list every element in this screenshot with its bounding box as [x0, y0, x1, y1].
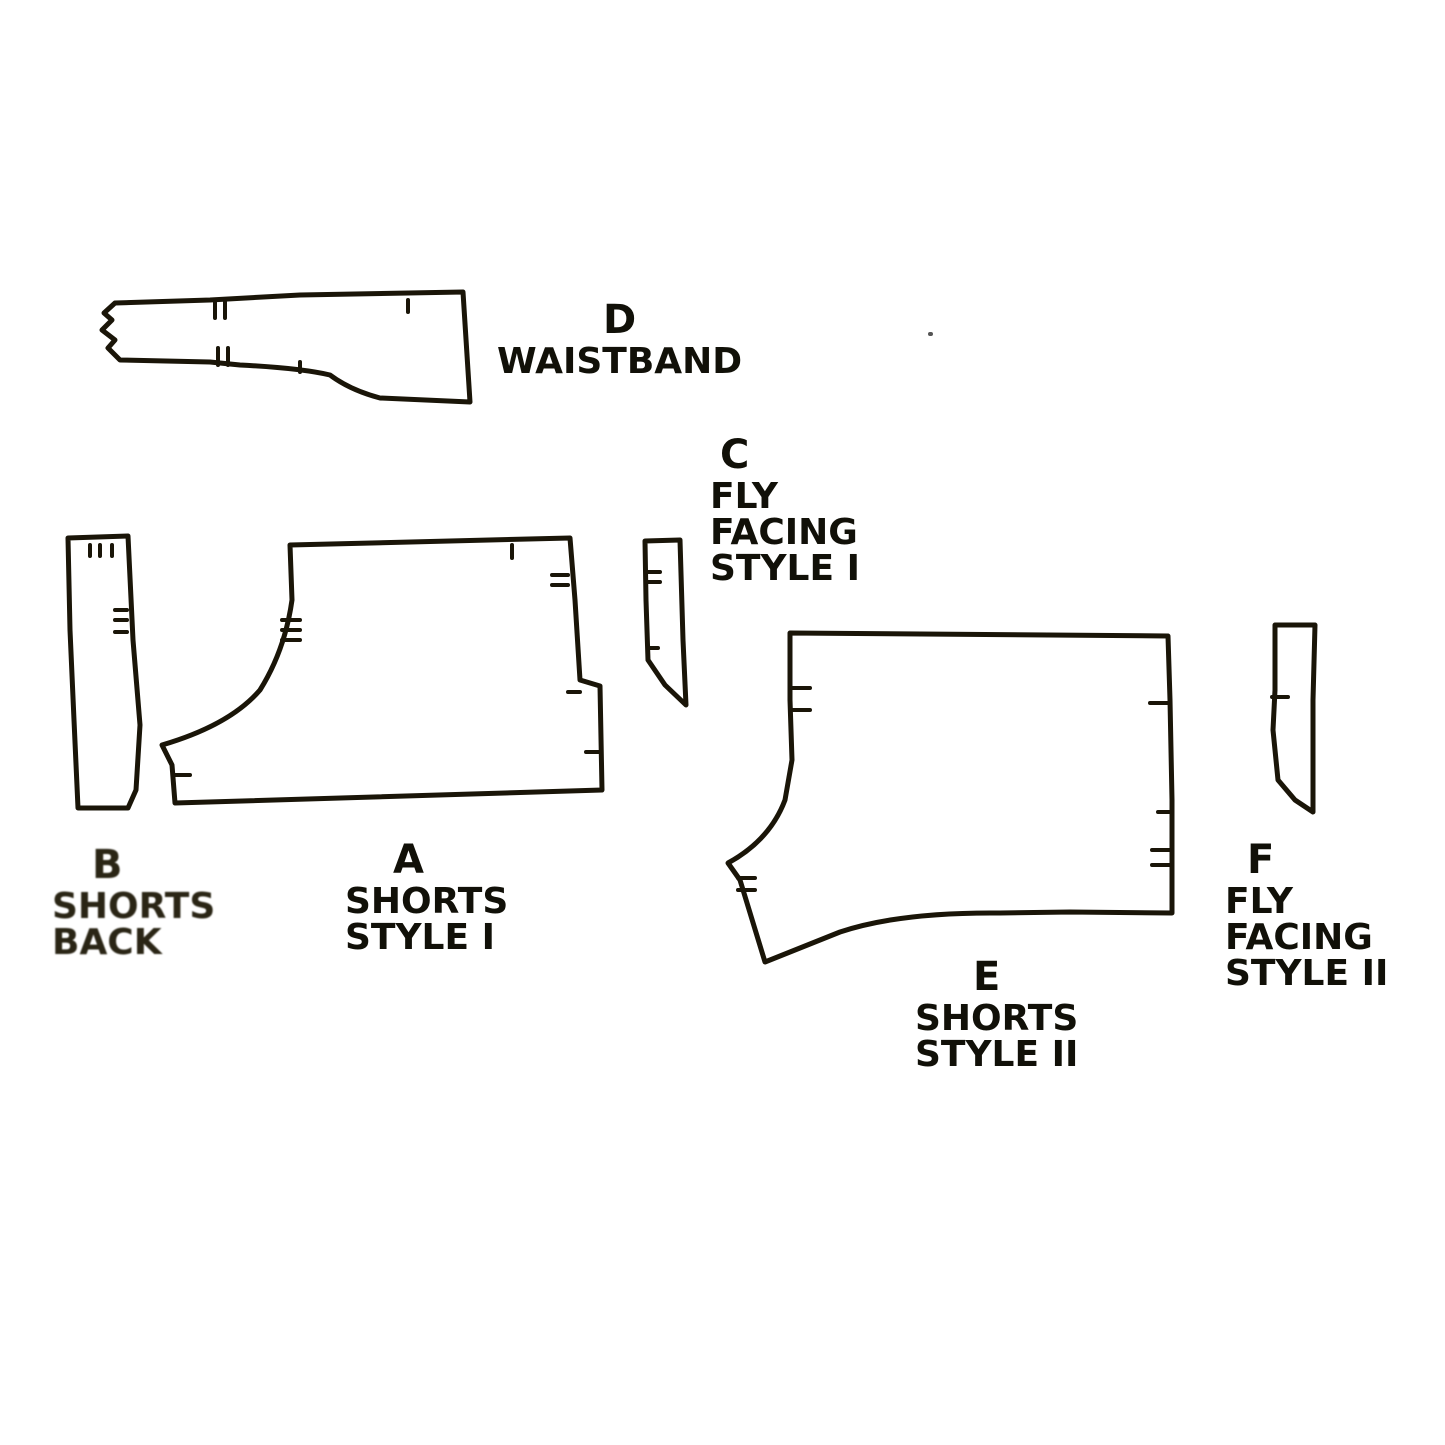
piece-name-line: STYLE II [915, 1034, 1079, 1075]
piece-b-label: B SHORTS BACK [52, 845, 215, 961]
piece-letter: A [393, 837, 424, 883]
piece-letter: C [720, 432, 750, 478]
piece-e-shorts-style-2-shape [725, 630, 1175, 965]
piece-d-waistband-shape [99, 289, 473, 405]
piece-name-line: SHORTS [52, 886, 216, 927]
piece-name-line: WAISTBAND [497, 341, 743, 382]
piece-letter: B [92, 842, 123, 888]
ink-speck [928, 332, 933, 336]
piece-f-label: F FLY FACING STYLE II [1225, 840, 1388, 992]
piece-a-label: A SHORTS STYLE I [345, 840, 508, 956]
piece-e-label: E SHORTS STYLE II [915, 957, 1078, 1073]
piece-name-line: SHORTS [345, 881, 509, 922]
piece-name-line: BACK [52, 922, 162, 963]
piece-name-line: FACING [1225, 917, 1373, 958]
piece-name-line: FLY [1225, 881, 1293, 922]
piece-name-line: FACING [710, 512, 858, 553]
piece-name-line: FLY [710, 476, 778, 517]
piece-name-line: SHORTS [915, 998, 1079, 1039]
piece-d-label: D WAISTBAND [497, 300, 742, 380]
piece-name-line: STYLE I [345, 917, 496, 958]
piece-b-shorts-back-shape [65, 533, 143, 811]
piece-name-line: STYLE II [1225, 953, 1389, 994]
piece-c-label: C FLY FACING STYLE I [710, 435, 860, 587]
piece-name-line: STYLE I [710, 548, 861, 589]
piece-f-fly-facing-style-2-shape [1270, 622, 1318, 815]
piece-a-shorts-style-1-shape [159, 535, 605, 806]
piece-letter: E [973, 954, 1001, 1000]
piece-c-fly-facing-style-1-shape [642, 537, 689, 708]
piece-letter: D [602, 297, 637, 343]
piece-letter: F [1247, 837, 1275, 883]
